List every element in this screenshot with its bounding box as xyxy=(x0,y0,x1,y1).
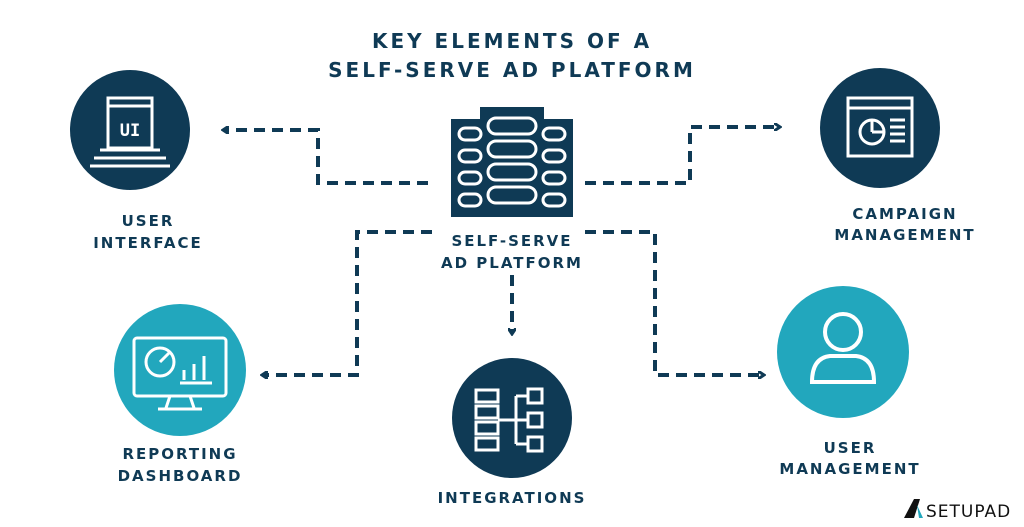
reporting-dashboard-node xyxy=(114,304,246,436)
title-line-1: KEY ELEMENTS OF A xyxy=(372,29,652,53)
user-interface-label-1: USER xyxy=(122,212,175,230)
user-management-node xyxy=(777,286,909,418)
arrow-to-campaign-management xyxy=(585,127,778,185)
reporting-label-2: DASHBOARD xyxy=(118,467,243,485)
campaign-management-node xyxy=(820,68,940,188)
campaign-circle xyxy=(820,68,940,188)
monitor-chart-icon xyxy=(132,336,228,411)
ui-icon-text: UI xyxy=(120,121,140,141)
integrations-label: INTEGRATIONS xyxy=(438,489,587,507)
arrow-to-user-interface xyxy=(225,130,428,185)
setupad-logo: SETUPAD xyxy=(904,499,1011,522)
user-management-label-2: MANAGEMENT xyxy=(779,460,920,478)
user-management-label-1: USER xyxy=(824,439,877,457)
user-interface-node: UI xyxy=(70,70,190,190)
arrow-to-user-management xyxy=(585,230,762,375)
user-interface-label-2: INTERFACE xyxy=(93,234,203,252)
integrations-circle xyxy=(452,358,572,478)
campaign-label-2: MANAGEMENT xyxy=(834,226,975,244)
center-label-line-1: SELF-SERVE xyxy=(451,232,572,250)
user-profile-icon xyxy=(809,312,877,384)
browser-chart-icon xyxy=(846,96,914,158)
server-rack-icon xyxy=(451,107,573,217)
arrow-to-reporting-dashboard xyxy=(264,230,432,375)
integration-hierarchy-icon xyxy=(474,387,544,453)
integrations-node xyxy=(452,358,572,478)
title-line-2: SELF-SERVE AD PLATFORM xyxy=(328,58,696,82)
center-label-line-2: AD PLATFORM xyxy=(441,254,583,272)
campaign-label-1: CAMPAIGN xyxy=(852,205,957,223)
reporting-label-1: REPORTING xyxy=(122,445,237,463)
ui-window-icon xyxy=(90,96,170,168)
logo-text: SETUPAD xyxy=(926,502,1011,522)
